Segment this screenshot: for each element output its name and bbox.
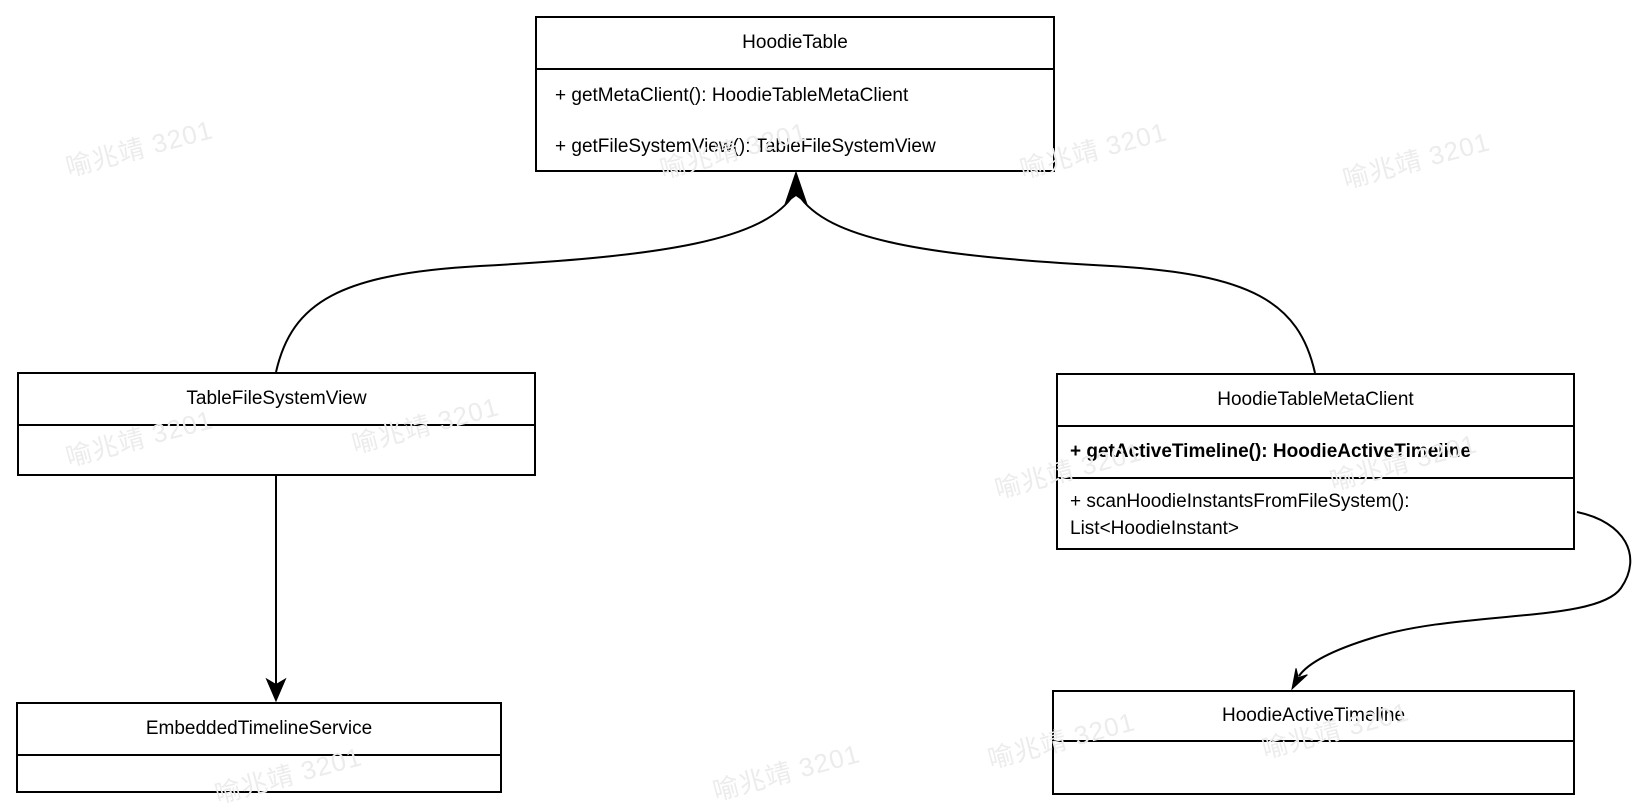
class-tablefilesystemview-title: TableFileSystemView [186, 388, 367, 409]
class-tablefilesystemview-body [19, 424, 534, 474]
class-embeddedtimelineservice: EmbeddedTimelineService [16, 702, 502, 793]
arrow-tablefilesystemview-to-hoodietable [275, 193, 795, 373]
arrowhead-activetimeline [1291, 668, 1308, 691]
class-hoodietablemetaclient: HoodieTableMetaClient + getActiveTimelin… [1056, 373, 1575, 550]
class-hoodieactivetimeline-body [1054, 740, 1573, 793]
method-getmetaclient: + getMetaClient(): HoodieTableMetaClient [555, 85, 909, 106]
class-hoodieactivetimeline: HoodieActiveTimeline [1052, 690, 1575, 795]
class-hoodieactivetimeline-title: HoodieActiveTimeline [1221, 705, 1406, 726]
class-hoodietable: HoodieTable + getMetaClient(): HoodieTab… [535, 16, 1055, 172]
class-hoodietable-methods: + getMetaClient(): HoodieTableMetaClient… [537, 68, 1053, 170]
method-scanhoodieinstants-line1: + scanHoodieInstantsFromFileSystem(): [1070, 491, 1410, 512]
method-getfilesystemview: + getFileSystemView(): TableFileSystemVi… [555, 136, 936, 157]
watermark-text: 喻兆靖 3201 [62, 114, 217, 183]
class-embeddedtimelineservice-body [18, 754, 500, 791]
watermark-text: 喻兆靖 3201 [1339, 126, 1494, 195]
class-embeddedtimelineservice-title: EmbeddedTimelineService [145, 718, 373, 739]
method-getactivetimeline-row: + getActiveTimeline(): HoodieActiveTimel… [1058, 425, 1573, 477]
method-getactivetimeline: + getActiveTimeline(): HoodieActiveTimel… [1070, 441, 1472, 462]
class-hoodietablemetaclient-title: HoodieTableMetaClient [1217, 389, 1414, 410]
arrowhead-embeddedtimelineservice [265, 677, 287, 703]
arrowhead-hoodietable [784, 170, 808, 205]
method-scanhoodieinstants-line2: List<HoodieInstant> [1070, 518, 1240, 539]
method-scanhoodieinstants-row: + scanHoodieInstantsFromFileSystem(): Li… [1058, 477, 1573, 546]
arrow-metaclient-to-hoodietable [797, 193, 1316, 374]
class-tablefilesystemview: TableFileSystemView [17, 372, 536, 476]
watermark-text: 喻兆靖 3201 [709, 738, 864, 807]
class-hoodietable-title: HoodieTable [742, 32, 848, 53]
